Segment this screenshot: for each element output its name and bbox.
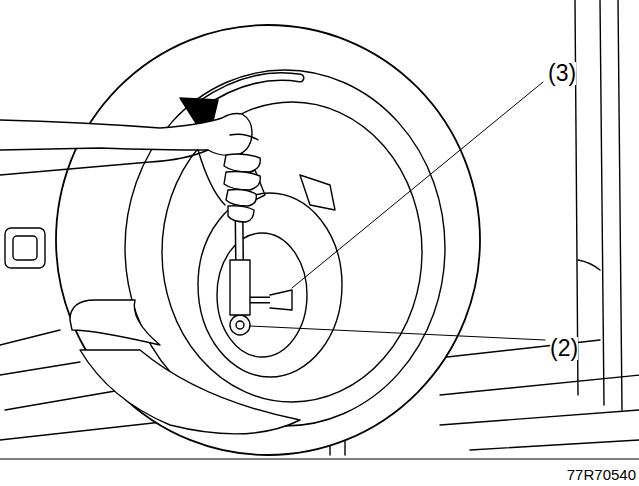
callout-number: (2) <box>550 337 578 360</box>
figure-code: 77R70540 <box>567 467 636 482</box>
callout-number: (3) <box>548 62 576 85</box>
